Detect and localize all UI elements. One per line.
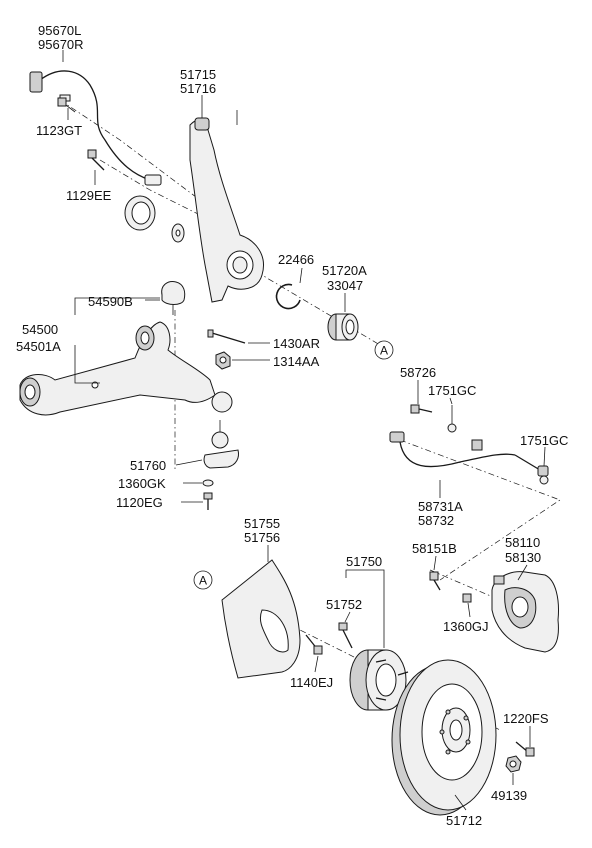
seal-ring <box>124 195 156 231</box>
bolt-58151B <box>429 571 441 591</box>
label-51755: 51755 <box>244 516 280 531</box>
label-58732: 58732 <box>418 513 454 528</box>
label-58130: 58130 <box>505 550 541 565</box>
label-1430AR: 1430AR <box>273 336 320 351</box>
label-95670L: 95670L <box>38 23 81 38</box>
label-51756: 51756 <box>244 530 280 545</box>
wheel-hub <box>349 649 409 711</box>
label-1751GC-b: 1751GC <box>520 433 568 448</box>
assembly-lines <box>59 99 561 731</box>
bolt-1120EG <box>203 492 213 510</box>
label-58726: 58726 <box>400 365 436 380</box>
label-1314AA: 1314AA <box>273 354 320 369</box>
label-58151B: 58151B <box>412 541 457 556</box>
ball-joint-51760 <box>203 420 239 469</box>
bolt-1430AR <box>207 329 246 344</box>
brake-hose <box>389 431 549 477</box>
bolt-1140EJ <box>305 634 323 655</box>
label-51715: 51715 <box>180 67 216 82</box>
ball-joint-54590B <box>161 281 186 315</box>
label-1120EG: 1120EG <box>116 495 163 510</box>
label-51720A: 51720A <box>322 263 367 278</box>
label-58731A: 58731A <box>418 499 463 514</box>
label-1220FS: 1220FS <box>503 711 549 726</box>
label-51712: 51712 <box>446 813 482 828</box>
nut-1314AA <box>215 351 231 370</box>
bolt-1123GT <box>57 97 76 113</box>
washer <box>171 223 185 243</box>
label-54501A: 54501A <box>16 339 61 354</box>
label-1751GC-a: 1751GC <box>428 383 476 398</box>
washer-1360GJ <box>462 593 472 603</box>
bolt-58726 <box>410 404 433 414</box>
label-58110: 58110 <box>505 535 540 550</box>
reference-marker-a-top: A <box>374 340 394 360</box>
dust-shield <box>221 559 301 679</box>
bolt-1220FS <box>515 741 535 757</box>
brake-disc <box>391 659 497 816</box>
bolt-51752 <box>338 622 353 649</box>
lower-control-arm <box>19 321 233 416</box>
label-1123GT: 1123GT <box>36 123 82 138</box>
washer-1751GC-a <box>447 405 457 433</box>
wheel-speed-sensor <box>29 70 162 186</box>
label-51752: 51752 <box>326 597 362 612</box>
label-1129EE: 1129EE <box>66 188 112 203</box>
snap-ring <box>275 283 301 310</box>
nut-49139 <box>505 755 522 773</box>
label-51716: 51716 <box>180 81 216 96</box>
label-33047: 33047 <box>327 278 363 293</box>
label-1360GJ: 1360GJ <box>443 619 489 634</box>
part-labels: 95670L 95670R 1123GT 1129EE 51715 51716 … <box>16 23 568 828</box>
bolt-1129EE <box>87 149 105 171</box>
label-54590B: 54590B <box>88 294 133 309</box>
label-54500: 54500 <box>22 322 58 337</box>
svg-text:A: A <box>380 344 388 358</box>
reference-marker-a-left: A <box>193 570 213 590</box>
label-22466: 22466 <box>278 252 314 267</box>
svg-text:A: A <box>199 574 207 588</box>
label-51750: 51750 <box>346 554 382 569</box>
steering-knuckle <box>189 117 264 303</box>
washer-1751GC-b <box>539 475 549 485</box>
leader-lines <box>62 50 546 811</box>
label-49139: 49139 <box>491 788 527 803</box>
label-1360GK: 1360GK <box>118 476 166 491</box>
washer-1360GK <box>202 479 214 487</box>
wheel-bearing <box>327 313 359 341</box>
label-95670R: 95670R <box>38 37 84 52</box>
brake-caliper <box>491 571 559 653</box>
label-1140EJ: 1140EJ <box>290 675 333 690</box>
label-51760: 51760 <box>130 458 166 473</box>
